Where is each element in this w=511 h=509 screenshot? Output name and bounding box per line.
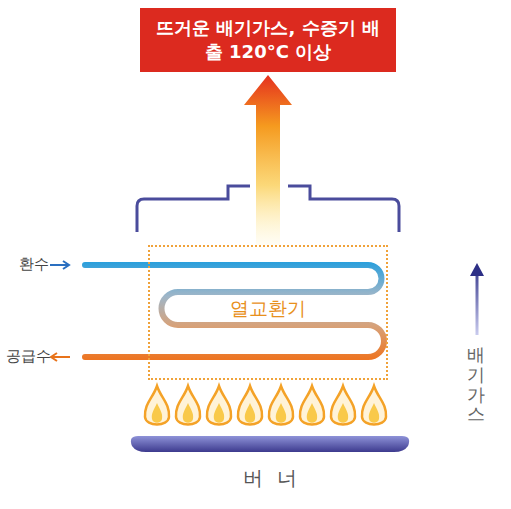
flame-core — [338, 403, 348, 423]
flame — [269, 386, 293, 425]
flame — [331, 386, 355, 425]
flame-core — [307, 403, 317, 423]
flame — [145, 386, 169, 425]
flame — [238, 386, 262, 425]
burner-plate — [131, 436, 409, 452]
supply-arrow — [51, 353, 70, 361]
flame-core — [152, 403, 162, 423]
flame-core — [183, 403, 193, 423]
exhaust-banner: 뜨거운 배기가스, 수증기 배출 120°C 이상 — [140, 8, 396, 72]
exhaust-side-arrowhead — [470, 263, 484, 276]
node-text: 열교환기 — [150, 296, 386, 320]
burner-flames — [145, 386, 386, 425]
flame-core — [276, 403, 286, 423]
flame-core — [369, 403, 379, 423]
burner-label: 버너 — [243, 465, 311, 492]
exhaust-flow-arrow — [244, 75, 292, 245]
return-water-label: 환수 — [19, 255, 49, 274]
flame-core — [245, 403, 255, 423]
flame — [362, 386, 386, 425]
supply-water-label: 공급수 — [6, 347, 51, 366]
heat-exchanger-box: 열교환기 — [148, 245, 388, 380]
node-text: 뜨거운 배기가스, 수증기 배출 120°C 이상 — [150, 16, 386, 64]
exhaust-side-arrow — [476, 272, 479, 335]
flame — [176, 386, 200, 425]
flame — [207, 386, 231, 425]
flame-core — [214, 403, 224, 423]
flame — [300, 386, 324, 425]
return-arrow — [50, 261, 69, 269]
exhaust-gas-label: 배기가스 — [467, 345, 485, 424]
